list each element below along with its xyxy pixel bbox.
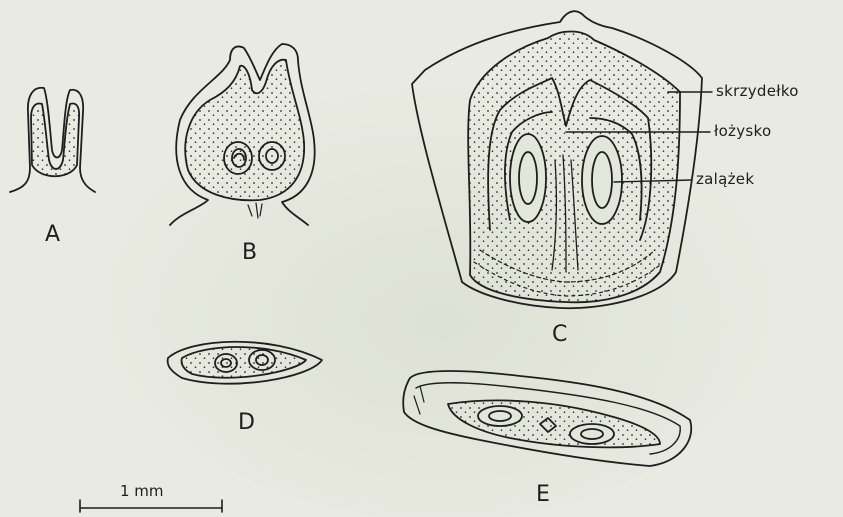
label-skrzydelko: skrzydełko [716,82,799,100]
label-lozysko: łożysko [714,122,771,140]
scale-bar [80,500,222,512]
scale-bar-label: 1 mm [120,482,164,500]
panel-a-drawing [10,88,95,192]
panel-label-b: B [242,240,257,265]
panel-label-c: C [552,322,567,347]
panel-label-d: D [238,410,255,435]
panel-label-e: E [536,482,550,507]
panel-label-a: A [45,222,60,247]
label-zalazek: zalążek [696,170,754,188]
